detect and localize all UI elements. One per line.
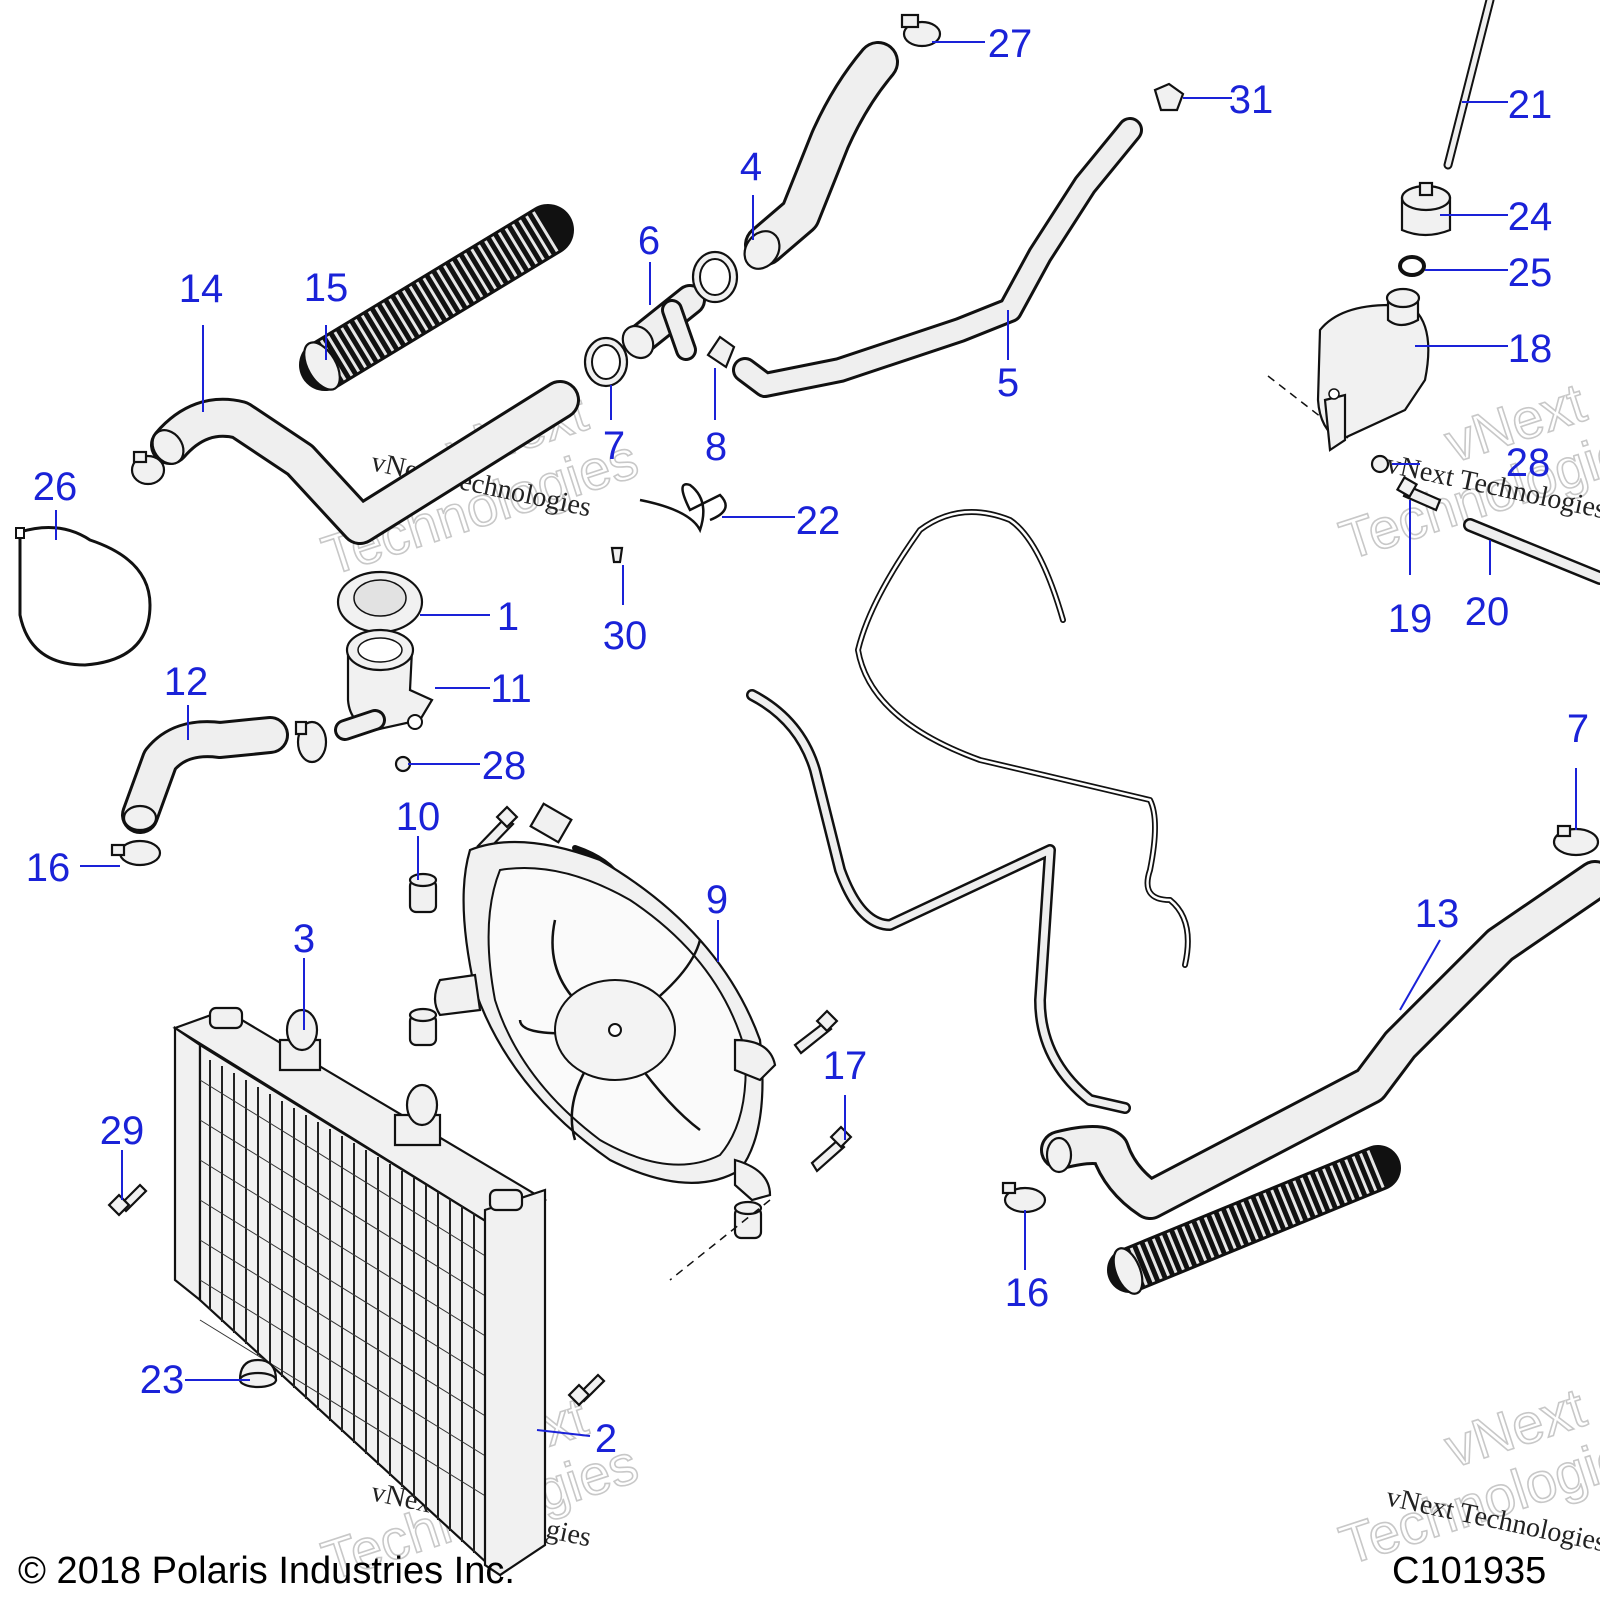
callout-6: 6 xyxy=(638,219,660,263)
callout-20: 20 xyxy=(1465,590,1510,634)
callout-3: 3 xyxy=(293,917,315,961)
figure-id: C101935 xyxy=(1392,1550,1547,1592)
callout-13: 13 xyxy=(1415,892,1460,936)
part-24-reservoir-cap xyxy=(1400,181,1452,237)
part-7-hose-clamp xyxy=(583,336,629,388)
callout-12: 12 xyxy=(164,660,209,704)
callout-31: 31 xyxy=(1229,78,1274,122)
part-31-clip xyxy=(1153,82,1185,112)
part-29-bolt xyxy=(107,1183,148,1217)
part-hose-clamp xyxy=(294,720,328,764)
part-wire-line xyxy=(855,509,1191,968)
part-23-grommet xyxy=(238,1358,278,1389)
callout-11: 11 xyxy=(490,667,532,711)
part-13-return-hose xyxy=(1040,860,1600,1220)
part-26-fan-shroud-seal xyxy=(15,526,152,667)
part-12-lower-hose xyxy=(121,716,289,834)
part-8-clip xyxy=(706,335,736,369)
part-17-bolt xyxy=(810,1125,853,1173)
part-bolt xyxy=(567,1373,606,1407)
part-2-radiator xyxy=(172,1006,548,1578)
copyright-text: © 2018 Polaris Industries Inc. xyxy=(18,1550,515,1592)
part-25-o-ring xyxy=(1398,255,1426,277)
part-28-screw xyxy=(1370,454,1390,474)
callout-labels: 27 31 21 4 24 6 25 15 14 18 5 7 8 28 26 … xyxy=(26,22,1589,1461)
callout-23: 23 xyxy=(140,1358,185,1402)
part-14-lower-hose xyxy=(150,380,580,545)
part-4-upper-hose xyxy=(743,41,899,270)
callout-22: 22 xyxy=(796,499,841,543)
leader-lines xyxy=(55,41,1577,1437)
callout-1: 1 xyxy=(497,595,519,639)
part-16-hose-clamp xyxy=(110,839,162,867)
callout-24: 24 xyxy=(1508,195,1553,239)
part-9-cooling-fan xyxy=(433,840,777,1202)
callout-25: 25 xyxy=(1508,251,1553,295)
part-hose-clamp xyxy=(691,250,739,304)
callout-18: 18 xyxy=(1508,327,1553,371)
callout-10: 10 xyxy=(396,795,441,839)
part-11-filler-neck xyxy=(334,628,434,741)
alignment-line xyxy=(669,1199,771,1281)
part-hose-clamp xyxy=(130,450,166,486)
callout-2: 2 xyxy=(595,1417,617,1461)
callout-30: 30 xyxy=(603,614,648,658)
callout-28: 28 xyxy=(1506,441,1551,485)
callout-29: 29 xyxy=(100,1109,145,1153)
part-3-mounting-bracket xyxy=(278,1008,442,1147)
part-30-push-pin xyxy=(610,546,624,564)
callout-17: 17 xyxy=(823,1044,868,1088)
callout-21: 21 xyxy=(1508,83,1553,127)
part-19-hose-fitting xyxy=(1395,475,1442,512)
callout-27: 27 xyxy=(988,22,1033,66)
callout-7: 7 xyxy=(603,424,625,468)
callout-15: 15 xyxy=(304,266,349,310)
part-grommet xyxy=(408,1007,438,1047)
part-6-tee-fitting xyxy=(621,284,706,361)
part-5-coolant-pipe xyxy=(732,117,1143,398)
callout-9: 9 xyxy=(706,878,728,922)
part-16-hose-clamp xyxy=(1001,1181,1047,1214)
callout-26: 26 xyxy=(33,465,78,509)
part-20-overflow-hose xyxy=(1463,518,1600,585)
callout-16: 16 xyxy=(26,846,71,890)
part-grommet xyxy=(733,1200,763,1240)
part-bolt xyxy=(476,805,519,854)
callout-4: 4 xyxy=(740,145,762,189)
part-22-wire-clip xyxy=(639,483,727,534)
part-27-hose-clamp xyxy=(900,13,942,48)
callout-8: 8 xyxy=(705,425,727,469)
part-17-bolt xyxy=(793,1009,839,1055)
part-protective-sleeve xyxy=(1107,1145,1401,1295)
callout-14: 14 xyxy=(179,267,224,311)
part-18-coolant-reservoir xyxy=(1316,287,1430,452)
part-28-screw xyxy=(394,755,412,773)
part-bent-coolant-tube xyxy=(746,689,1131,1114)
part-1-radiator-cap xyxy=(336,570,424,634)
callout-28: 28 xyxy=(482,744,527,788)
part-10-grommet xyxy=(408,872,438,914)
callout-19: 19 xyxy=(1388,597,1433,641)
callout-16: 16 xyxy=(1005,1271,1050,1315)
callout-5: 5 xyxy=(997,361,1019,405)
part-7-hose-clamp xyxy=(1552,824,1600,857)
part-15-protective-sleeve xyxy=(299,204,574,391)
callout-7: 7 xyxy=(1567,707,1589,751)
